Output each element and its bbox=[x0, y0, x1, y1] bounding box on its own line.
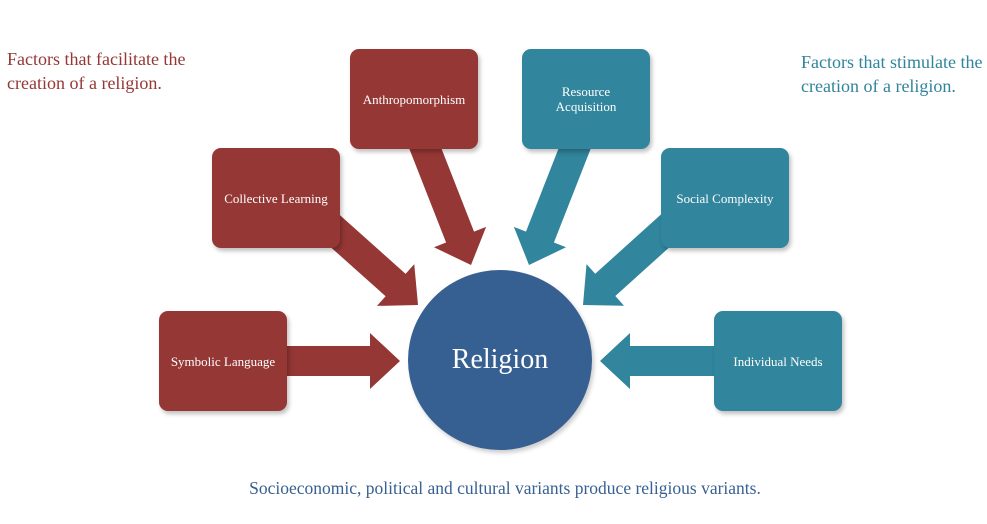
arrow-resource-acquisition bbox=[513, 134, 592, 265]
arrow-social-complexity bbox=[583, 210, 686, 306]
footer-caption: Socioeconomic, political and cultural va… bbox=[249, 478, 761, 498]
factor-individual-needs: Individual Needs bbox=[714, 311, 842, 411]
factor-collective-learning: Collective Learning bbox=[212, 148, 340, 248]
arrow-collective-learning bbox=[315, 210, 418, 306]
factor-anthropomorphism: Anthropomorphism bbox=[350, 49, 478, 149]
factor-social-complexity: Social Complexity bbox=[661, 148, 789, 248]
arrow-symbolic-language bbox=[280, 333, 400, 389]
facilitate-note: Factors that facilitate the creation of … bbox=[7, 49, 186, 93]
factor-resource-acquisition: Resource Acquisition bbox=[522, 49, 650, 149]
arrow-anthropomorphism bbox=[408, 134, 487, 265]
arrow-individual-needs bbox=[600, 333, 720, 389]
religion-circle: Religion bbox=[408, 270, 592, 450]
stimulate-note: Factors that stimulate the creation of a… bbox=[801, 52, 983, 96]
factor-symbolic-language: Symbolic Language bbox=[159, 311, 287, 411]
